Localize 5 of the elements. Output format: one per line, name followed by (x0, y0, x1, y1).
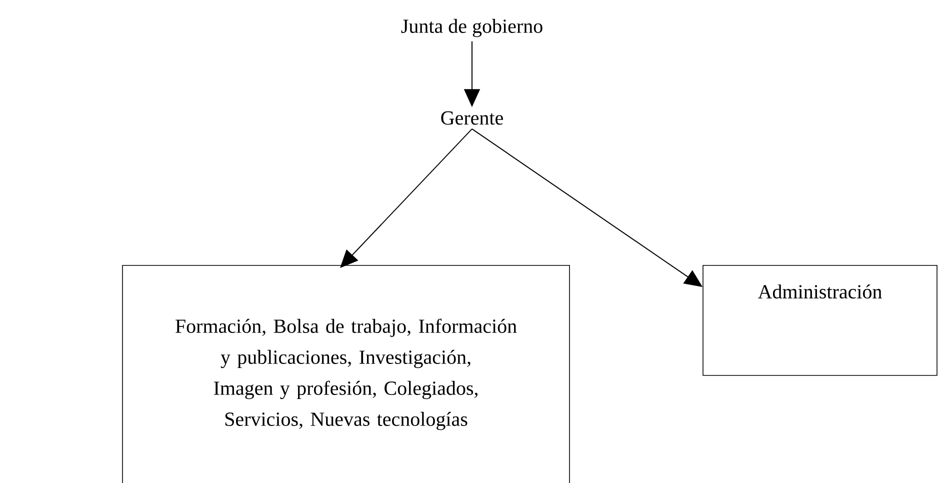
role-label: Junta de gobierno (401, 18, 542, 38)
role-label: Gerente (441, 111, 503, 125)
department-box: Administración (702, 265, 938, 376)
department-box: Formación, Bolsa de trabajo, Información y publicaciones, Investigación, Imagen y profesión, Colegiados, Servicios, Nuevas tecnologías (122, 265, 570, 483)
arrow (340, 128, 472, 268)
